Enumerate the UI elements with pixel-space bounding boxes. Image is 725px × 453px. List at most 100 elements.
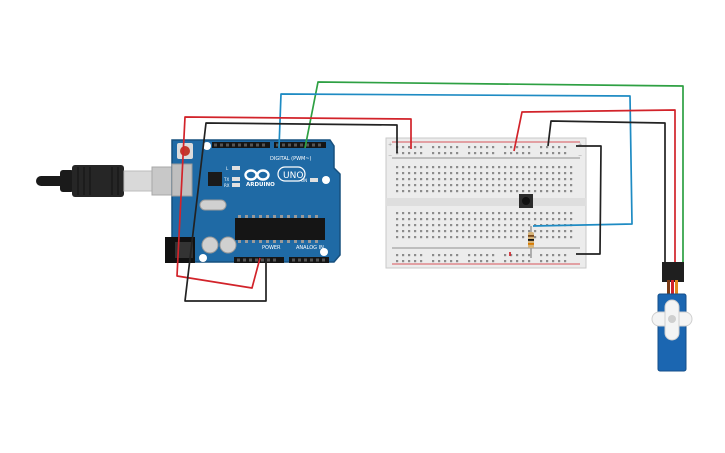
wire-green[interactable] — [304, 81, 684, 262]
breadboard-hole — [534, 230, 537, 233]
breadboard-hole — [432, 146, 435, 149]
breadboard-hole — [498, 190, 501, 193]
arduino-uno-board[interactable]: L TX RX ON ARDUINO UNO — [165, 139, 341, 263]
breadboard-hole — [438, 236, 441, 239]
resistor — [528, 226, 534, 258]
breadboard-hole — [432, 184, 435, 187]
breadboard-hole — [408, 146, 411, 149]
breadboard-hole — [432, 218, 435, 221]
breadboard-hole — [456, 152, 459, 155]
breadboard-hole — [522, 254, 525, 257]
breadboard-hole — [552, 146, 555, 149]
breadboard-hole — [498, 236, 501, 239]
breadboard-hole — [474, 212, 477, 215]
breadboard-hole — [492, 260, 495, 263]
wire-red-power[interactable] — [176, 116, 412, 289]
breadboard-hole — [450, 166, 453, 169]
breadboard-hole — [510, 254, 513, 257]
breadboard-hole — [432, 260, 435, 263]
breadboard-hole — [504, 184, 507, 187]
breadboard[interactable]: + − + − — [385, 137, 587, 269]
breadboard-hole — [516, 218, 519, 221]
breadboard-hole — [510, 152, 513, 155]
breadboard-hole — [450, 230, 453, 233]
breadboard-hole — [402, 212, 405, 215]
breadboard-hole — [480, 178, 483, 181]
breadboard-hole — [432, 236, 435, 239]
mounting-hole — [199, 254, 207, 262]
breadboard-hole — [426, 218, 429, 221]
breadboard-hole — [432, 254, 435, 257]
led-label-on: ON — [301, 178, 307, 183]
breadboard-hole — [546, 178, 549, 181]
breadboard-hole — [510, 224, 513, 227]
breadboard-hole — [480, 212, 483, 215]
breadboard-hole — [558, 236, 561, 239]
breadboard-hole — [558, 152, 561, 155]
wire-black-servo[interactable] — [547, 120, 666, 262]
breadboard-hole — [486, 218, 489, 221]
breadboard-hole — [456, 190, 459, 193]
breadboard-hole — [450, 152, 453, 155]
breadboard-hole — [486, 172, 489, 175]
usb-cable — [36, 165, 193, 197]
breadboard-hole — [516, 146, 519, 149]
breadboard-hole — [546, 184, 549, 187]
breadboard-hole — [456, 224, 459, 227]
breadboard-hole — [570, 190, 573, 193]
breadboard-hole — [468, 218, 471, 221]
push-button[interactable] — [519, 194, 533, 208]
breadboard-hole — [438, 166, 441, 169]
breadboard-hole — [414, 224, 417, 227]
breadboard-hole — [552, 178, 555, 181]
breadboard-hole — [492, 172, 495, 175]
breadboard-hole — [396, 236, 399, 239]
breadboard-hole — [528, 172, 531, 175]
breadboard-hole — [402, 166, 405, 169]
breadboard-hole — [468, 190, 471, 193]
breadboard-hole — [522, 152, 525, 155]
breadboard-hole — [420, 236, 423, 239]
breadboard-hole — [558, 230, 561, 233]
breadboard-hole — [444, 166, 447, 169]
rail-mark-plus: + — [388, 142, 392, 148]
breadboard-hole — [558, 172, 561, 175]
usb-chip — [208, 172, 222, 186]
breadboard-hole — [420, 212, 423, 215]
breadboard-hole — [444, 172, 447, 175]
breadboard-hole — [468, 230, 471, 233]
breadboard-hole — [408, 184, 411, 187]
breadboard-hole — [396, 218, 399, 221]
wire-red-servo[interactable] — [513, 109, 676, 262]
breadboard-hole — [456, 236, 459, 239]
breadboard-hole — [504, 260, 507, 263]
breadboard-hole — [492, 254, 495, 257]
wire-black-rail[interactable] — [576, 145, 602, 255]
breadboard-hole — [504, 230, 507, 233]
breadboard-hole — [402, 146, 405, 149]
breadboard-hole — [402, 218, 405, 221]
wire-black-ground[interactable] — [184, 122, 398, 302]
breadboard-hole — [546, 254, 549, 257]
breadboard-hole — [558, 184, 561, 187]
power-header-label: POWER — [262, 245, 281, 251]
breadboard-hole — [546, 166, 549, 169]
servo-motor[interactable] — [651, 262, 693, 372]
breadboard-hole — [396, 254, 399, 257]
mounting-hole — [203, 142, 211, 150]
breadboard-hole — [516, 230, 519, 233]
breadboard-hole — [528, 254, 531, 257]
wire-blue[interactable] — [278, 93, 633, 227]
breadboard-hole — [522, 172, 525, 175]
breadboard-hole — [414, 212, 417, 215]
breadboard-hole — [426, 184, 429, 187]
breadboard-hole — [546, 236, 549, 239]
breadboard-hole — [570, 184, 573, 187]
negative-rail-lines — [392, 157, 580, 249]
breadboard-hole — [486, 184, 489, 187]
breadboard-hole — [468, 212, 471, 215]
breadboard-hole — [456, 212, 459, 215]
breadboard-hole — [444, 236, 447, 239]
breadboard-hole — [420, 178, 423, 181]
breadboard-hole — [522, 260, 525, 263]
